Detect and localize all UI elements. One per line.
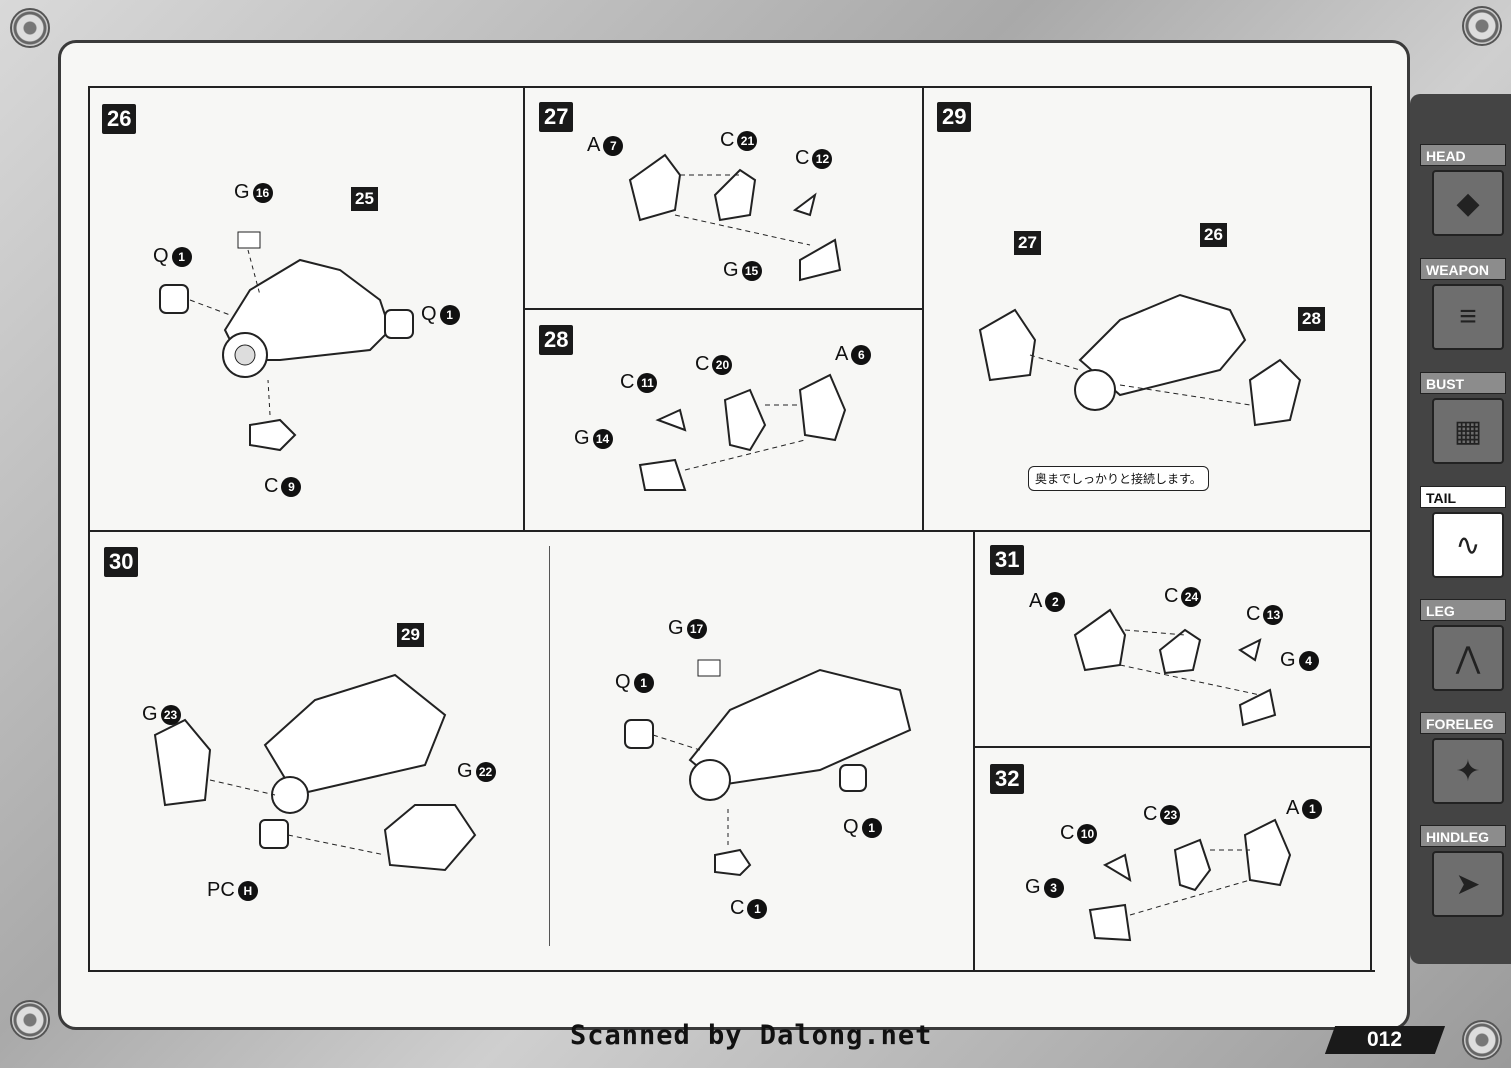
step-number: 30 — [104, 547, 139, 577]
reference-number: 26 — [1200, 223, 1227, 247]
bolt-icon — [1462, 1020, 1502, 1060]
part-diagram — [1073, 608, 1277, 727]
leg-icon: ⋀ — [1432, 625, 1504, 691]
tail-assembly-diagram — [153, 673, 477, 872]
reference-number: 29 — [397, 623, 424, 647]
tab-weapon[interactable]: WEAPON≡ — [1418, 258, 1508, 358]
grid-border — [88, 86, 1371, 88]
grid-divider — [922, 86, 924, 530]
step-number: 32 — [990, 764, 1025, 794]
step-number: 31 — [990, 545, 1025, 575]
grid-divider — [523, 308, 923, 310]
bolt-icon — [1462, 6, 1502, 46]
tab-leg[interactable]: LEG⋀ — [1418, 599, 1508, 699]
tail-assembly-diagram — [978, 293, 1302, 427]
tail-icon: ∿ — [1432, 512, 1504, 578]
grid-divider — [88, 530, 1371, 532]
step-number: 28 — [539, 325, 574, 355]
part-diagram — [1088, 818, 1292, 942]
assembly-note: 奥までしっかりと接続します。 — [1028, 466, 1209, 491]
grid-border — [88, 86, 90, 972]
scan-credit: Scanned by Dalong.net — [570, 1020, 933, 1051]
bust-icon: ▦ — [1432, 398, 1504, 464]
bolt-icon — [10, 1000, 50, 1040]
step-number: 26 — [102, 104, 137, 134]
tail-segment-diagram — [159, 231, 414, 452]
grid-border — [1370, 86, 1372, 972]
tab-tail[interactable]: TAIL∿ — [1418, 486, 1508, 586]
foreleg-icon: ✦ — [1432, 738, 1504, 804]
grid-divider — [973, 746, 1371, 748]
grid-border — [88, 970, 1375, 972]
tab-foreleg[interactable]: FORELEG✦ — [1418, 712, 1508, 812]
tab-bust[interactable]: BUST▦ — [1418, 372, 1508, 472]
reference-number: 25 — [351, 187, 378, 211]
reference-number: 28 — [1298, 307, 1325, 331]
weapon-icon: ≡ — [1432, 284, 1504, 350]
grid-divider — [973, 530, 975, 972]
hindleg-icon: ➤ — [1432, 851, 1504, 917]
step-number: 27 — [539, 102, 574, 132]
tab-head[interactable]: HEAD◆ — [1418, 144, 1508, 244]
head-icon: ◆ — [1432, 170, 1504, 236]
part-diagram — [628, 153, 842, 282]
tab-hindleg[interactable]: HINDLEG➤ — [1418, 825, 1508, 925]
bolt-icon — [10, 8, 50, 48]
reference-number: 27 — [1014, 231, 1041, 255]
tail-assembly-diagram — [624, 659, 912, 877]
sub-divider — [549, 546, 550, 946]
step-number: 29 — [937, 102, 972, 132]
page-number: 012 — [1324, 1026, 1446, 1054]
part-diagram — [638, 373, 847, 491]
